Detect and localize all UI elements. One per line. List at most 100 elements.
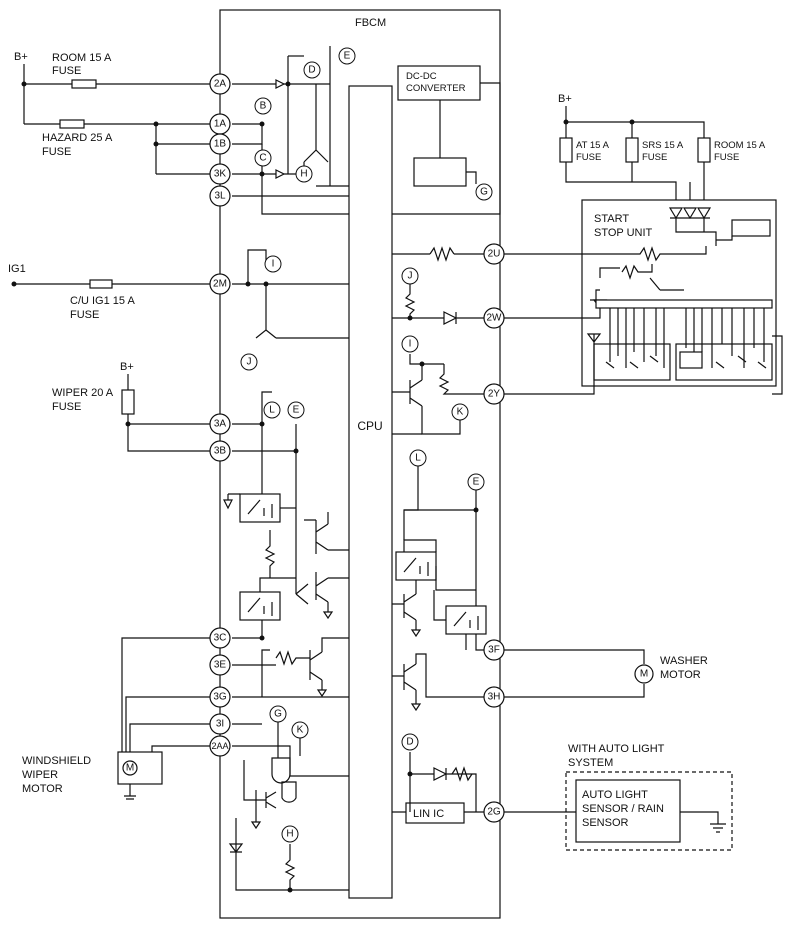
svg-text:3C: 3C xyxy=(214,633,227,644)
wiper-motor-box xyxy=(117,751,163,785)
svg-text:K: K xyxy=(457,407,464,418)
ref-K-1: K xyxy=(291,721,309,739)
svg-text:2AA: 2AA xyxy=(211,741,228,751)
svg-text:J: J xyxy=(408,271,413,282)
ref-J-1: J xyxy=(240,353,258,371)
svg-text:E: E xyxy=(473,477,480,488)
svg-text:D: D xyxy=(308,65,315,76)
pin-2M: 2M xyxy=(209,273,231,295)
pin-3F: 3F xyxy=(483,639,505,661)
pin-1A: 1A xyxy=(209,113,231,135)
room-fuse-label-1: ROOM 15 A xyxy=(52,52,112,64)
room2-fuse xyxy=(697,137,711,163)
svg-text:3I: 3I xyxy=(216,719,224,730)
start-stop-bus xyxy=(595,299,773,309)
svg-text:3L: 3L xyxy=(214,191,226,202)
ref-I-1: I xyxy=(264,255,282,273)
pin-3K: 3K xyxy=(209,163,231,185)
wiper-fuse-label-1: WIPER 20 A xyxy=(52,387,114,399)
pin-3C: 3C xyxy=(209,627,231,649)
auto-light-group-label-2: SYSTEM xyxy=(568,757,613,769)
auto-light-group-box xyxy=(565,771,733,851)
regulator-block xyxy=(413,157,467,187)
wiper-relay-2 xyxy=(239,591,281,621)
start-stop-inner-right xyxy=(675,343,773,381)
room2-fuse-label-2: FUSE xyxy=(714,152,739,163)
pin-2W: 2W xyxy=(483,307,505,329)
svg-text:2A: 2A xyxy=(214,79,227,90)
svg-text:H: H xyxy=(300,169,307,180)
ref-I-2: I xyxy=(401,335,419,353)
at-fuse xyxy=(559,137,573,163)
svg-text:2Y: 2Y xyxy=(488,389,501,400)
ref-B: B xyxy=(254,97,272,115)
svg-text:2M: 2M xyxy=(213,279,227,290)
ref-E-1: E xyxy=(338,47,356,65)
svg-text:M: M xyxy=(640,669,648,680)
svg-text:3F: 3F xyxy=(488,645,500,656)
pin-3B: 3B xyxy=(209,440,231,462)
pin-3E: 3E xyxy=(209,654,231,676)
start-stop-inner-left xyxy=(593,343,671,381)
pin-2AA: 2AA xyxy=(209,735,231,757)
cpu-block xyxy=(348,85,393,899)
ref-J-2: J xyxy=(401,267,419,285)
svg-text:3E: 3E xyxy=(214,660,227,671)
pin-3A: 3A xyxy=(209,413,231,435)
svg-text:2W: 2W xyxy=(487,313,503,324)
svg-text:3B: 3B xyxy=(214,446,227,457)
washer-relay-1 xyxy=(395,551,437,581)
ref-E-2: E xyxy=(287,401,305,419)
washer-motor-label-2: MOTOR xyxy=(660,669,701,681)
ref-H-2: H xyxy=(281,825,299,843)
svg-text:B: B xyxy=(260,101,267,112)
svg-text:1B: 1B xyxy=(214,139,227,150)
washer-motor-symbol xyxy=(634,664,654,684)
fbcm-label: FBCM xyxy=(355,17,386,29)
svg-text:C: C xyxy=(259,153,266,164)
ig1-label: IG1 xyxy=(8,263,26,275)
wiper-motor-symbol xyxy=(122,760,138,776)
pin-3I: 3I xyxy=(209,713,231,735)
washer-relay-2 xyxy=(445,605,487,635)
svg-text:K: K xyxy=(297,725,304,736)
wiper-fuse-label-2: FUSE xyxy=(52,401,81,413)
svg-text:H: H xyxy=(286,829,293,840)
svg-text:L: L xyxy=(415,453,421,464)
ref-K-2: K xyxy=(451,403,469,421)
wiper-motor-label-2: WIPER xyxy=(22,769,58,781)
svg-text:3K: 3K xyxy=(214,169,227,180)
start-stop-unit xyxy=(581,199,777,387)
cu-ig1-fuse xyxy=(89,279,113,289)
bplus-label-left: B+ xyxy=(14,51,28,63)
room-fuse-label-2: FUSE xyxy=(52,65,81,77)
svg-text:I: I xyxy=(409,339,412,350)
fbcm-box xyxy=(219,9,501,919)
ref-G-2: G xyxy=(269,705,287,723)
svg-text:2U: 2U xyxy=(488,249,501,260)
cpu-label: CPU xyxy=(357,419,382,433)
auto-light-group-label-1: WITH AUTO LIGHT xyxy=(568,743,665,755)
svg-text:2G: 2G xyxy=(487,807,501,818)
ref-D-1: D xyxy=(303,61,321,79)
svg-text:3H: 3H xyxy=(488,692,501,703)
svg-text:G: G xyxy=(480,187,488,198)
pin-1B: 1B xyxy=(209,133,231,155)
pin-2A: 2A xyxy=(209,73,231,95)
lin-ic xyxy=(405,802,465,824)
pin-3H: 3H xyxy=(483,686,505,708)
start-stop-label-2: STOP UNIT xyxy=(594,227,653,239)
auto-light-sensor xyxy=(575,779,681,843)
wiper-motor-label-3: MOTOR xyxy=(22,783,63,795)
dcdc-converter xyxy=(397,65,481,101)
pin-2U: 2U xyxy=(483,243,505,265)
bplus-label-wiper: B+ xyxy=(120,361,134,373)
pin-3L: 3L xyxy=(209,185,231,207)
svg-text:M: M xyxy=(126,763,134,774)
svg-text:E: E xyxy=(344,51,351,62)
ref-L-1: L xyxy=(263,401,281,419)
svg-text:D: D xyxy=(406,737,413,748)
dcdc-label-1: DC-DC xyxy=(406,71,437,82)
cu-ig1-fuse-label-2: FUSE xyxy=(70,309,99,321)
